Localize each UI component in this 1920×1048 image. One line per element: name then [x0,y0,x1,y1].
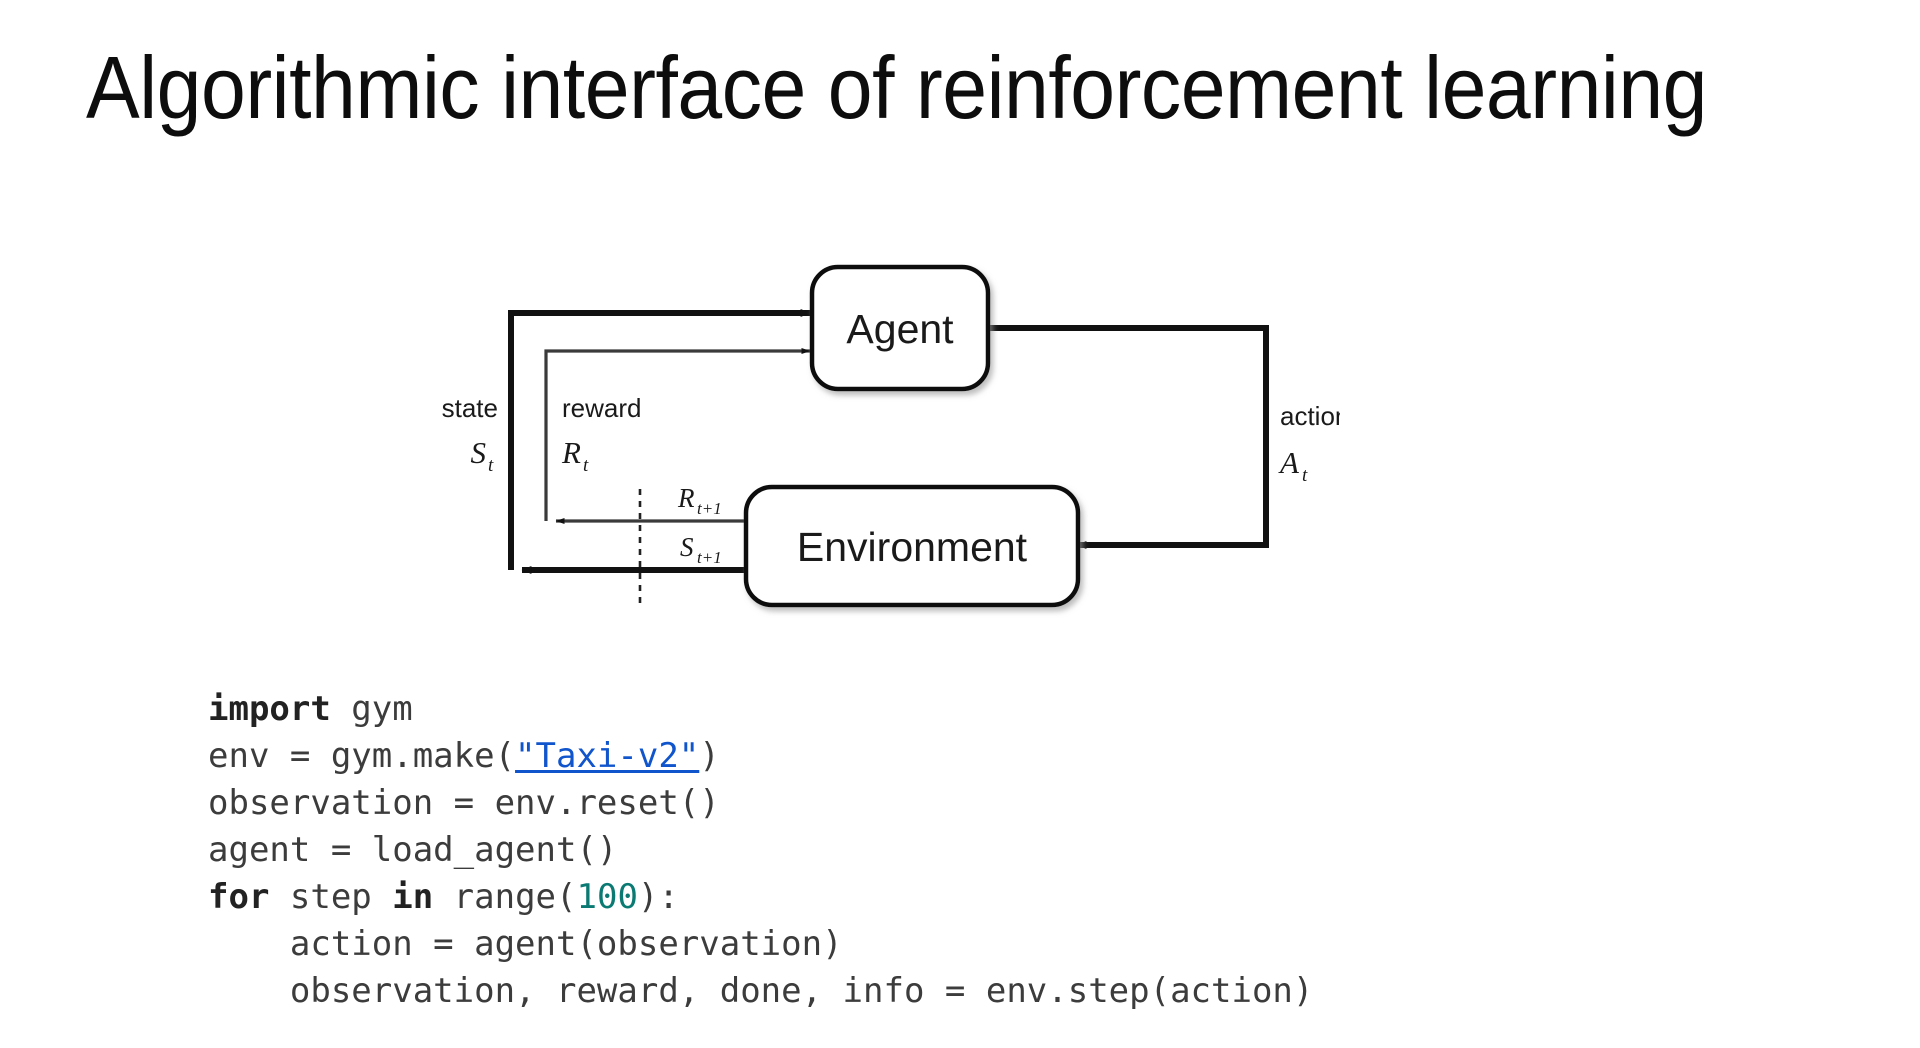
edge-state [508,309,811,570]
code-line: for step in range(100): [208,874,1313,921]
code-token: for [208,877,270,917]
code-token: observation = env.reset() [208,783,720,823]
label-next-state-subscript: t+1 [697,548,722,567]
code-line: observation = env.reset() [208,780,1313,827]
code-token: action = agent(observation) [208,924,843,964]
label-next-reward-symbol: R [677,483,695,513]
code-token: ) [699,736,720,776]
code-line: action = agent(observation) [208,921,1313,968]
code-token: gym [330,689,413,729]
label-action-symbol: A [1278,445,1300,480]
label-next-state-symbol: S [680,532,694,562]
label-reward-word: reward [562,393,641,423]
code-token: range( [433,877,577,917]
edge-reward [544,348,811,521]
code-link-taxi-v2[interactable]: "Taxi-v2" [515,736,700,776]
code-token: in [392,877,434,917]
label-action-word: action [1280,401,1340,431]
code-token: ): [637,877,679,917]
code-token: 100 [576,877,638,917]
code-line: agent = load_agent() [208,827,1313,874]
code-line: import gym [208,686,1313,733]
code-token: step [269,877,393,917]
label-reward-subscript: t [583,455,589,476]
code-token: observation, reward, done, info = env.st… [208,971,1314,1011]
rl-loop-diagram: Agent Environment state S t reward R t a… [380,225,1340,625]
label-action-subscript: t [1302,465,1308,486]
label-state-subscript: t [488,455,494,476]
label-next-reward-subscript: t+1 [697,499,722,518]
label-state-symbol: S [471,435,487,470]
node-environment-label: Environment [797,524,1028,570]
code-token: env = gym.make( [208,736,516,776]
node-environment[interactable]: Environment [743,484,1081,608]
node-agent[interactable]: Agent [809,264,991,392]
code-token: import [208,689,331,729]
node-agent-label: Agent [846,306,954,352]
code-line: env = gym.make("Taxi-v2") [208,733,1313,780]
edge-action [988,325,1269,549]
code-token: agent = load_agent() [208,830,618,870]
page-title: Algorithmic interface of reinforcement l… [86,38,1707,137]
label-reward-symbol: R [561,435,581,470]
code-line: observation, reward, done, info = env.st… [208,968,1314,1015]
label-state-word: state [442,393,498,423]
